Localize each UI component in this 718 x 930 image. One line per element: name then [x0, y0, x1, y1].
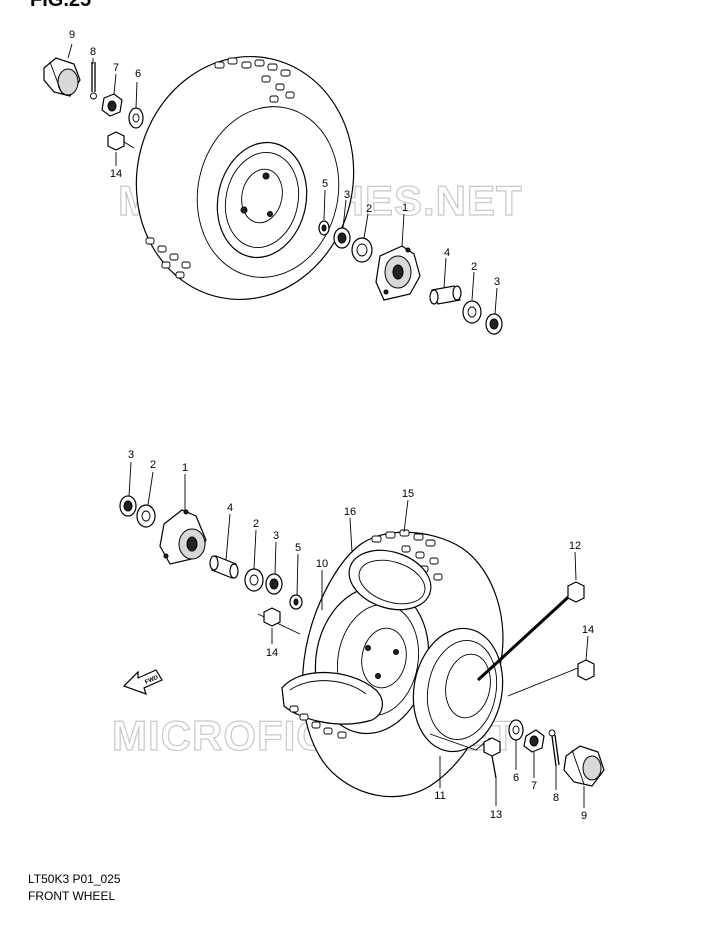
callout-lower-14: 14: [266, 647, 278, 659]
figure-title: FIG.25: [30, 0, 91, 11]
lower-part-14-nut-right: [577, 659, 595, 681]
upper-part-4-spacer: [429, 285, 462, 305]
lower-part-1-hub: [159, 509, 207, 565]
callout-lower-15: 15: [402, 488, 414, 500]
callout-lower-2: 2: [150, 459, 156, 471]
lower-callouts: 3 2 1 4 2 3 5 14 10 16 15 12 14 11 13 6 …: [128, 449, 594, 822]
upper-part-3-seal-right: [485, 313, 503, 335]
callout-lower-5: 5: [295, 542, 301, 554]
lower-part-6-washer: [508, 719, 524, 741]
callout-lower-1: 1: [182, 462, 188, 474]
lower-part-4-spacer: [209, 555, 239, 579]
fwd-label: FWD: [144, 675, 160, 686]
callout-upper-7: 7: [113, 62, 119, 74]
upper-part-5-seal: [318, 220, 330, 236]
callout-lower-10: 10: [316, 558, 328, 570]
callout-lower-8: 8: [553, 792, 559, 804]
lower-part-2-bearing: [136, 504, 156, 528]
lower-part-2-bearing-right: [244, 568, 264, 592]
upper-part-6-washer: [128, 107, 144, 129]
callout-lower-9: 9: [581, 810, 587, 822]
lower-part-9-cap: [563, 745, 605, 787]
callout-upper-3: 3: [344, 189, 350, 201]
lower-part-12-nut: [567, 581, 585, 603]
lower-leader-lines: [128, 461, 589, 808]
callout-lower-11: 11: [434, 790, 445, 802]
callout-upper-9: 9: [69, 29, 75, 41]
callout-upper-2: 2: [366, 203, 372, 215]
upper-leader-lines: [67, 43, 498, 315]
callout-upper-6: 6: [135, 68, 141, 80]
callout-upper-8: 8: [90, 46, 96, 58]
callout-lower-13: 13: [490, 809, 502, 821]
lower-part-16-tube: [348, 549, 432, 611]
callout-lower-6: 6: [513, 772, 519, 784]
upper-part-9-cap: [43, 57, 81, 97]
upper-part-1-hub: [375, 245, 421, 301]
callout-upper-5: 5: [322, 178, 328, 190]
upper-tire: [135, 55, 355, 301]
lower-part-8-pin: [548, 729, 560, 767]
upper-part-14-nut: [107, 131, 135, 151]
callout-lower-4: 4: [227, 502, 233, 514]
section-title: FRONT WHEEL: [28, 889, 116, 903]
callout-lower-7: 7: [531, 780, 537, 792]
upper-tread-bottom: [145, 237, 191, 279]
lower-tire-fragment: [281, 671, 383, 739]
callout-lower-12: 12: [569, 540, 581, 552]
callout-lower-3b: 3: [273, 530, 279, 542]
callout-lower-14b: 14: [582, 624, 594, 636]
callout-lower-3: 3: [128, 449, 134, 461]
upper-part-3-seal: [333, 227, 351, 249]
lower-part-3-seal: [119, 495, 137, 517]
callout-lower-16: 16: [344, 506, 356, 518]
callout-upper-1: 1: [402, 202, 408, 214]
model-code: LT50K3 P01_025: [28, 872, 121, 886]
upper-wheel-assembly: 9 8 7 6 14 5 3 2 1 4 2 3: [43, 29, 503, 335]
lower-part-7-nut: [523, 729, 545, 753]
lower-part-13-bolt: [483, 737, 501, 779]
lower-tread-top: [371, 529, 443, 581]
upper-part-2-bearing: [351, 237, 373, 263]
fwd-arrow-icon: FWD: [122, 669, 163, 695]
lower-wheel-assembly: FWD 3 2 1 4: [119, 449, 605, 822]
callout-lower-2b: 2: [253, 518, 259, 530]
lower-part-14-nut: [263, 607, 281, 627]
upper-part-8-pin: [90, 62, 97, 100]
callout-upper-2b: 2: [471, 261, 477, 273]
callout-upper-3b: 3: [494, 276, 500, 288]
lower-part-5-seal: [289, 594, 303, 610]
upper-tread-top: [214, 57, 295, 103]
callout-upper-4: 4: [444, 247, 450, 259]
upper-part-2-bearing-right: [462, 300, 482, 324]
upper-part-7-nut: [101, 93, 123, 117]
callout-upper-14: 14: [110, 168, 122, 180]
lower-part-3-seal-right: [265, 573, 283, 595]
upper-callouts: 9 8 7 6 14 5 3 2 1 4 2 3: [69, 29, 500, 288]
